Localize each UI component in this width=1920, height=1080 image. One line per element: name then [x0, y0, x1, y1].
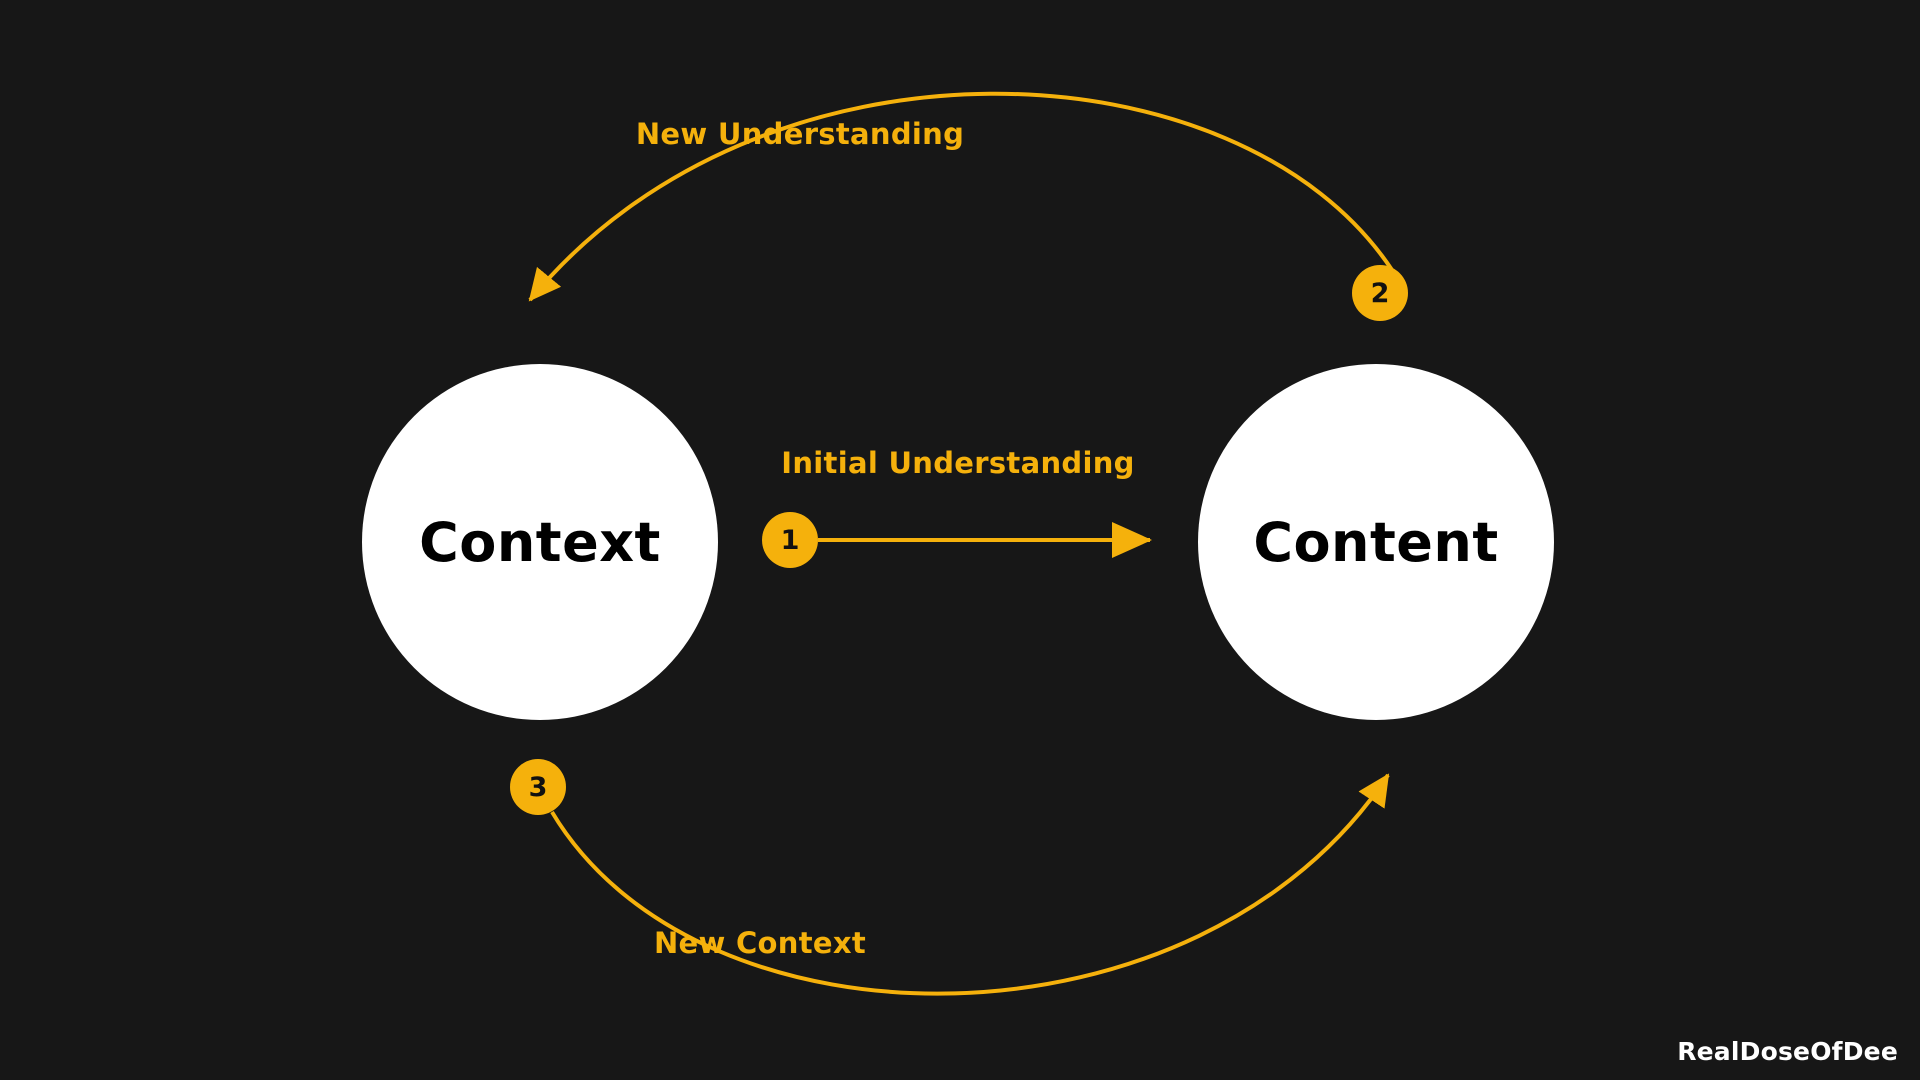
node-context[interactable]: Context — [362, 364, 718, 720]
edge-label-new-understanding: New Understanding — [635, 117, 965, 151]
step-badge-1[interactable]: 1 — [762, 512, 818, 568]
node-content-label: Content — [1253, 510, 1499, 574]
edge-label-new-context: New Context — [653, 926, 867, 960]
edge-new-context-arc — [550, 773, 1390, 996]
edge-new-understanding-arc — [528, 91, 1394, 302]
edge-label-initial-understanding: Initial Understanding — [781, 446, 1135, 480]
watermark: RealDoseOfDee — [1677, 1037, 1898, 1066]
node-context-label: Context — [419, 510, 661, 574]
step-badge-2[interactable]: 2 — [1352, 265, 1408, 321]
step-badge-3[interactable]: 3 — [510, 759, 566, 815]
node-content[interactable]: Content — [1198, 364, 1554, 720]
